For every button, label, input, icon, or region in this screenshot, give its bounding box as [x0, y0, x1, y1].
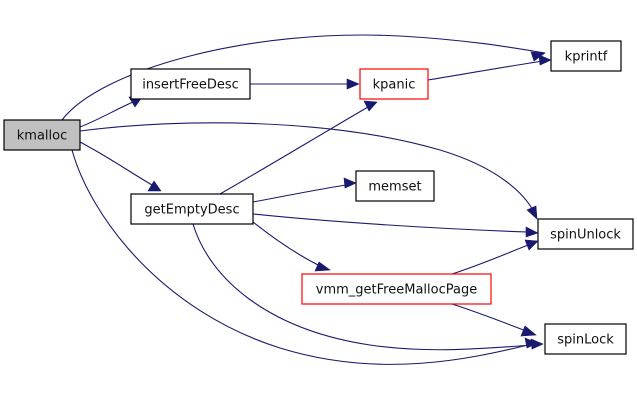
node-box-spinUnlock[interactable] — [537, 218, 634, 250]
arrowhead-icon — [343, 177, 357, 189]
arrowhead-icon — [525, 226, 539, 238]
edge-line — [61, 34, 546, 121]
arrowhead-icon — [346, 78, 360, 90]
arrowhead-icon — [520, 325, 537, 337]
graph-node-kprintf[interactable]: kprintf — [550, 40, 622, 72]
node-label-spinLock: spinLock — [557, 333, 614, 348]
graph-node-kmalloc[interactable]: kmalloc — [3, 119, 81, 151]
node-box-kpanic[interactable] — [359, 68, 429, 100]
node-label-getEmptyDesc: getEmptyDesc — [144, 203, 239, 218]
edge-line — [79, 141, 153, 186]
edge-line — [192, 223, 534, 351]
node-label-spinUnlock: spinUnlock — [550, 228, 621, 243]
node-label-kpanic: kpanic — [373, 78, 416, 93]
arrowhead-icon — [524, 239, 539, 251]
node-box-getEmptyDesc[interactable] — [130, 193, 254, 225]
graph-node-kpanic[interactable]: kpanic — [359, 68, 429, 100]
node-label-insertFreeDesc: insertFreeDesc — [142, 78, 239, 93]
arrowhead-icon — [538, 54, 552, 66]
graph-node-vmm_getFreeMallocPage[interactable]: vmm_getFreeMallocPage — [301, 273, 492, 305]
edge-vmm_getFreeMallocPage-to-spinUnlock — [451, 239, 539, 275]
arrowhead-icon — [530, 338, 544, 350]
edge-line — [219, 106, 369, 195]
edge-line — [79, 101, 134, 128]
graph-node-insertFreeDesc[interactable]: insertFreeDesc — [130, 68, 251, 100]
edge-getEmptyDesc-to-spinUnlock — [252, 213, 539, 238]
edge-line — [252, 213, 529, 233]
arrowhead-icon — [526, 205, 538, 220]
arrowhead-icon — [314, 261, 331, 272]
graph-node-getEmptyDesc[interactable]: getEmptyDesc — [130, 193, 254, 225]
graph-node-spinUnlock[interactable]: spinUnlock — [537, 218, 634, 250]
node-label-kmalloc: kmalloc — [17, 129, 67, 144]
arrowhead-icon — [147, 180, 162, 192]
edge-getEmptyDesc-to-memset — [252, 177, 357, 203]
edge-kmalloc-to-insertFreeDesc — [79, 96, 143, 128]
node-label-vmm_getFreeMallocPage: vmm_getFreeMallocPage — [316, 283, 477, 298]
edge-line — [252, 184, 347, 203]
edge-line — [451, 303, 527, 332]
edge-line — [79, 122, 535, 213]
node-box-kprintf[interactable] — [550, 40, 622, 72]
edge-line — [427, 60, 544, 81]
edge-kmalloc-to-getEmptyDesc — [79, 141, 162, 192]
edge-getEmptyDesc-to-spinLock — [192, 223, 544, 351]
node-box-kmalloc[interactable] — [3, 119, 81, 151]
node-box-memset[interactable] — [355, 170, 435, 202]
edge-getEmptyDesc-to-kpanic — [219, 100, 378, 195]
node-box-spinLock[interactable] — [544, 323, 627, 355]
graph-node-memset[interactable]: memset — [355, 170, 435, 202]
node-box-insertFreeDesc[interactable] — [130, 68, 251, 100]
edge-line — [71, 149, 529, 365]
edge-kmalloc-to-spinUnlock — [79, 122, 538, 220]
edge-line — [451, 244, 529, 275]
edge-getEmptyDesc-to-vmm_getFreeMallocPage — [252, 221, 331, 272]
node-box-vmm_getFreeMallocPage[interactable] — [301, 273, 492, 305]
arrowhead-icon — [363, 100, 378, 112]
graph-node-spinLock[interactable]: spinLock — [544, 323, 627, 355]
node-label-kprintf: kprintf — [565, 50, 608, 65]
edge-kpanic-to-kprintf — [427, 54, 552, 81]
edge-insertFreeDesc-to-kpanic — [250, 78, 360, 90]
nodes-layer: kmalloc insertFreeDesc kpanic kprintf getEmp… — [3, 40, 634, 355]
edge-vmm_getFreeMallocPage-to-spinLock — [451, 303, 537, 337]
edge-line — [252, 221, 321, 267]
node-label-memset: memset — [368, 180, 421, 195]
